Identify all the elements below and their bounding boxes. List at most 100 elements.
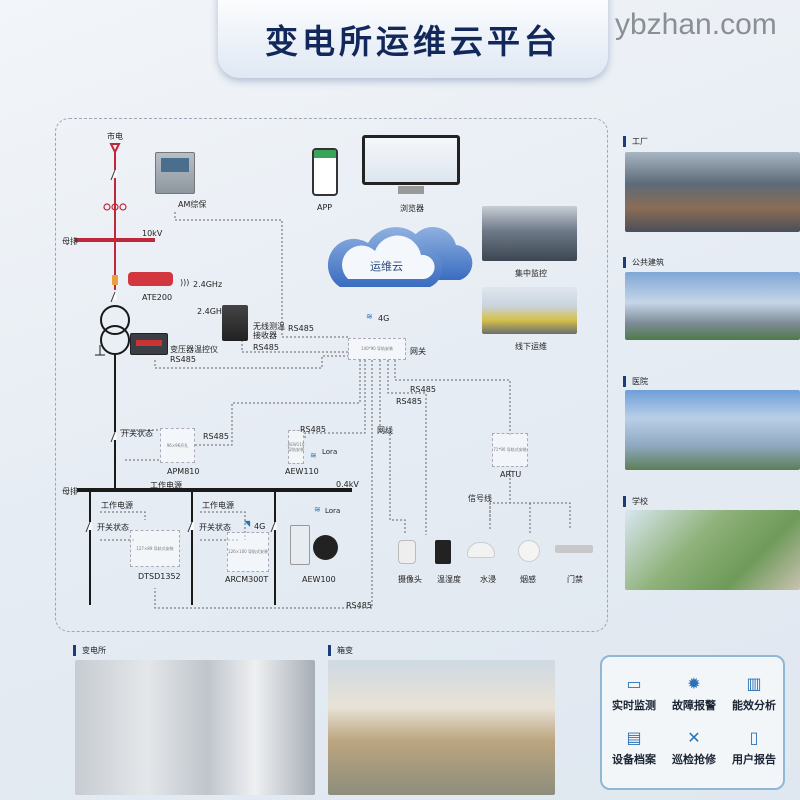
lora-label-1: Lora	[322, 448, 338, 456]
sensor-label: 摄像头	[398, 575, 422, 584]
category-school: 学校	[623, 496, 648, 507]
feature-user-report: ▯ 用户报告	[724, 729, 784, 767]
browser-label: 浏览器	[400, 204, 424, 213]
substation-label: 变电所	[73, 645, 106, 656]
smoke-sensor-icon	[518, 540, 540, 562]
aew110-label: AEW110	[285, 467, 319, 476]
substation-photo	[75, 660, 315, 795]
signal-line-label: 信号线	[468, 494, 492, 503]
feature-label: 故障报警	[672, 699, 716, 712]
page-title: 变电所运维云平台	[265, 22, 561, 61]
camera-icon	[398, 540, 416, 564]
chart-icon: ▥	[746, 674, 762, 693]
busbar-label: 母排	[62, 237, 78, 246]
cloud-icon	[327, 227, 473, 287]
cloud-label: 运维云	[370, 260, 403, 273]
title-banner: 变电所运维云平台	[218, 0, 608, 78]
door-sensor-icon	[555, 545, 593, 553]
wifi-icon: )))	[180, 278, 190, 287]
features-panel: ▭ 实时监测 ✹ 故障报警 ▥ 能效分析 ▤ 设备档案 ✕ 巡检抢修 ▯ 用户报告	[600, 655, 785, 790]
incoming-icon	[109, 143, 121, 155]
tools-icon: ✕	[687, 728, 701, 747]
switch-status-label-2: 开关状态	[97, 523, 129, 532]
apm810-label: APM810	[167, 467, 200, 476]
4g-wifi-icon: ≋	[366, 312, 373, 321]
rs485-label-am: RS485	[288, 324, 314, 333]
switch-status-label-3: 开关状态	[199, 523, 231, 532]
diagram-frame	[55, 118, 608, 632]
lv-busbar-label: 母排	[62, 487, 78, 496]
category-hospital: 医院	[623, 376, 648, 387]
feature-inspection-repair: ✕ 巡检抢修	[664, 729, 724, 767]
browser-monitor	[362, 135, 460, 185]
kv04-label: 0.4kV	[336, 480, 359, 489]
ate200-label: ATE200	[142, 293, 173, 302]
receiver-label-1: 无线测温	[253, 322, 285, 331]
am-protection-device	[155, 152, 195, 194]
aew100-label: AEW100	[302, 575, 336, 584]
feature-label: 用户报告	[732, 753, 776, 766]
rs485-label-apm: RS485	[203, 432, 229, 441]
4g-label-arcm: 4G	[254, 522, 266, 531]
aew100-ct	[313, 535, 338, 560]
rs485-label-receiver: RS485	[253, 343, 279, 352]
receiver-label-2: 接收器	[253, 331, 277, 340]
feature-label: 实时监测	[612, 699, 656, 712]
kv10-label: 10kV	[142, 229, 163, 238]
sensor-label: 温湿度	[437, 575, 461, 584]
ghz-label-1: 2.4GHz	[193, 280, 223, 289]
water-sensor-icon	[467, 542, 495, 558]
gateway-device: 140*90 导轨安装	[348, 338, 406, 360]
feature-label: 设备档案	[612, 753, 656, 766]
school-photo	[625, 510, 800, 590]
alarm-icon: ✹	[687, 674, 701, 693]
transformer-controller-label: 变压器温控仪	[170, 345, 218, 354]
feature-label: 巡检抢修	[672, 753, 716, 766]
feature-label: 能效分析	[732, 699, 776, 712]
monitor-stand	[398, 186, 424, 194]
sensor-label: 烟感	[520, 575, 536, 584]
rs485-label-aew110: RS485	[300, 425, 326, 434]
app-phone	[312, 148, 338, 196]
arcm300t-device: 126×100 导轨式安装	[227, 532, 269, 572]
factory-photo	[625, 152, 800, 232]
monitor-icon: ▭	[626, 674, 642, 693]
rs485-label-transformer: RS485	[170, 355, 196, 364]
gateway-label: 网关	[410, 347, 426, 356]
city-power-label: 市电	[107, 132, 123, 141]
dtsd1352-device: 127×89 导轨式安装	[130, 530, 180, 567]
am-label: AM综保	[178, 200, 207, 209]
aew100-device	[290, 525, 310, 565]
app-label: APP	[317, 203, 333, 212]
feature-equipment-archive: ▤ 设备档案	[604, 729, 664, 767]
transformer-primary	[100, 305, 130, 335]
watermark: ybzhan.com	[615, 8, 777, 41]
category-public-building: 公共建筑	[623, 257, 664, 268]
apm810-device: 96×96开孔	[160, 428, 195, 463]
category-factory: 工厂	[623, 136, 648, 147]
work-power-label-3: 工作电源	[202, 501, 234, 510]
humidity-sensor-icon	[435, 540, 451, 564]
work-power-label-1: 工作电源	[150, 481, 182, 490]
feature-fault-alarm: ✹ 故障报警	[664, 675, 724, 713]
artu-device: 71*90 导轨式安装	[492, 433, 528, 467]
feature-realtime-monitoring: ▭ 实时监测	[604, 675, 664, 713]
work-power-label-2: 工作电源	[101, 501, 133, 510]
ate200-device	[128, 272, 173, 286]
dtsd1352-label: DTSD1352	[138, 572, 181, 581]
sensor-label: 水浸	[480, 575, 496, 584]
transformer-controller-device	[130, 333, 168, 355]
offline-maintenance-label: 线下运维	[515, 342, 547, 351]
hospital-photo	[625, 390, 800, 470]
offline-maintenance-photo	[482, 287, 577, 334]
lora-label-2: Lora	[325, 507, 341, 515]
public-building-photo	[625, 272, 800, 340]
arcm300t-label: ARCM300T	[225, 575, 269, 584]
4g-signal-icon: ◥	[244, 519, 251, 528]
report-icon: ▯	[749, 728, 759, 747]
ghz-label-2: 2.4GHz	[197, 307, 227, 316]
4g-label: 4G	[378, 314, 390, 323]
archive-icon: ▤	[626, 728, 642, 747]
rs485-label-artu: RS485	[410, 385, 436, 394]
